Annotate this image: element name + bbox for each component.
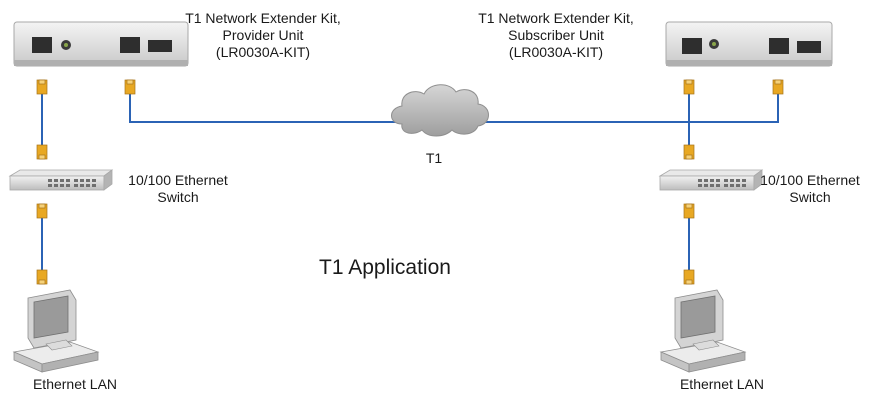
- right-switch-label: 10/100 Ethernet Switch: [752, 172, 868, 206]
- right-switch-label-line1: 10/100 Ethernet: [760, 172, 860, 188]
- connectors: [36, 79, 784, 285]
- connector-left-pc: [36, 269, 48, 285]
- connector-subscriber-lan: [683, 79, 695, 95]
- left-computer-icon: [12, 289, 100, 373]
- left-switch-label: 10/100 Ethernet Switch: [118, 172, 238, 206]
- connector-right-pc: [683, 269, 695, 285]
- connector-right-switch-top: [683, 144, 695, 160]
- cables: [41, 94, 779, 270]
- provider-unit-label-line3: (LR0030A-KIT): [215, 44, 311, 60]
- t1-cloud-icon: [391, 84, 489, 137]
- subscriber-port-2: [769, 38, 789, 54]
- left-switch-label-line1: 10/100 Ethernet: [128, 172, 228, 188]
- subscriber-unit-label-line3: (LR0030A-KIT): [508, 44, 604, 60]
- t1-cable-provider: [129, 94, 400, 123]
- provider-serial-port: [148, 40, 172, 52]
- provider-unit-label-line1: T1 Network Extender Kit,: [185, 10, 341, 26]
- right-computer-icon: [659, 289, 747, 373]
- provider-unit-label: T1 Network Extender Kit, Provider Unit (…: [183, 10, 343, 61]
- connector-right-switch-bottom: [683, 203, 695, 219]
- left-pc-label-text: Ethernet LAN: [32, 376, 118, 392]
- right-pc-label: Ethernet LAN: [667, 376, 777, 393]
- subscriber-unit-device: [665, 21, 833, 67]
- provider-unit-label-line2: Provider Unit: [222, 27, 304, 43]
- connector-provider-lan: [36, 79, 48, 95]
- provider-port-2: [120, 37, 140, 53]
- t1-cloud-label-text: T1: [425, 150, 443, 166]
- right-switch-device: [658, 169, 764, 191]
- t1-cloud-label: T1: [414, 150, 454, 167]
- connector-left-switch-top: [36, 144, 48, 160]
- right-pc-label-text: Ethernet LAN: [679, 376, 765, 392]
- connector-provider-t1: [124, 79, 136, 95]
- subscriber-unit-label-line1: T1 Network Extender Kit,: [478, 10, 634, 26]
- subscriber-serial-port: [797, 41, 821, 53]
- subscriber-unit-label: T1 Network Extender Kit, Subscriber Unit…: [476, 10, 636, 61]
- provider-port-1: [32, 37, 52, 53]
- left-pc-label: Ethernet LAN: [20, 376, 130, 393]
- left-switch-device: [8, 169, 114, 191]
- right-switch-label-line2: Switch: [789, 189, 831, 205]
- subscriber-port-1: [682, 38, 702, 54]
- left-switch-label-line2: Switch: [157, 189, 199, 205]
- provider-unit-device: [13, 21, 189, 67]
- subscriber-unit-label-line2: Subscriber Unit: [508, 27, 604, 43]
- connector-left-switch-bottom: [36, 203, 48, 219]
- connector-subscriber-t1: [772, 79, 784, 95]
- t1-cable-subscriber: [478, 94, 779, 123]
- diagram-title: T1 Application: [319, 256, 451, 279]
